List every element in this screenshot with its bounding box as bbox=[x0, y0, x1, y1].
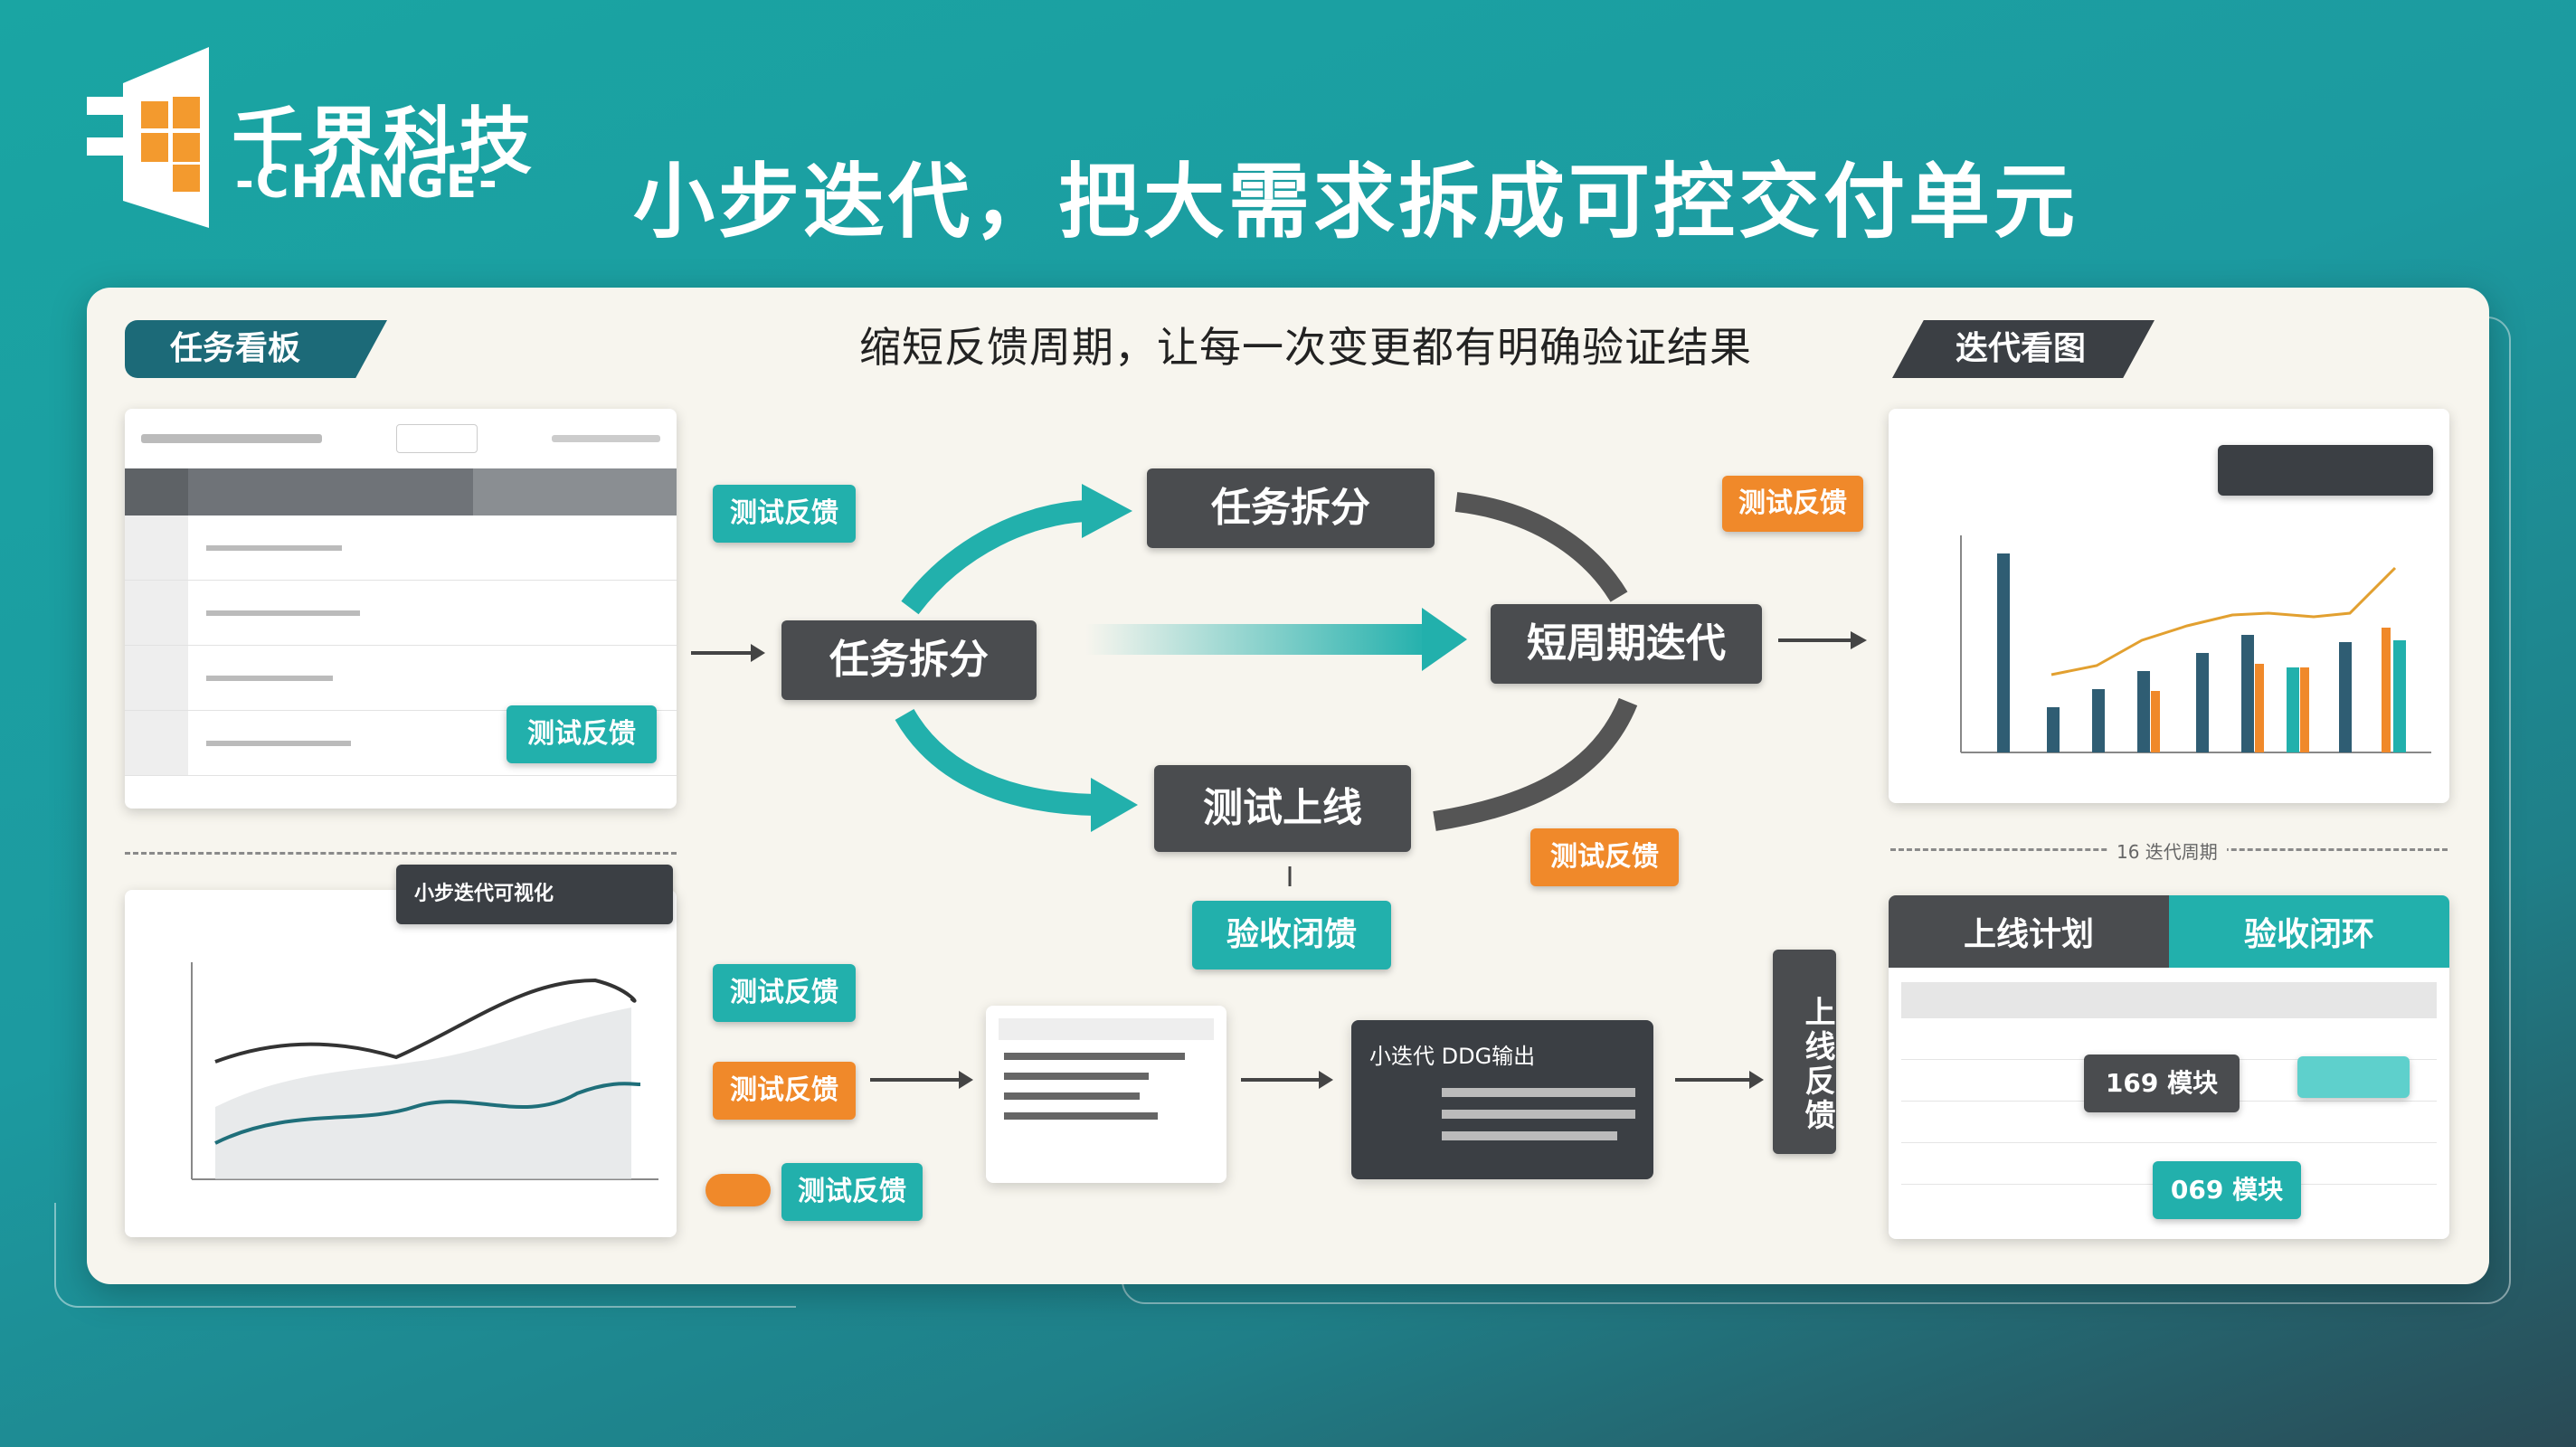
online-feedback-vertical[interactable]: 上线反馈 bbox=[1773, 950, 1836, 1154]
flow-feedback-right-top[interactable]: 测试反馈 bbox=[1722, 476, 1863, 532]
page-subtitle: 缩短反馈周期，让每一次变更都有明确验证结果 bbox=[859, 323, 1752, 372]
plan-chip-teal bbox=[2297, 1056, 2410, 1098]
table-row[interactable] bbox=[125, 646, 677, 711]
flow-acceptance[interactable]: 验收闭馈 bbox=[1192, 901, 1391, 969]
flow-feedback-mid[interactable]: 测试反馈 bbox=[1530, 828, 1679, 886]
divider-left bbox=[125, 852, 677, 855]
brand-name: 千界科技 bbox=[232, 99, 535, 184]
test-feedback-pill-mid[interactable]: 测试反馈 bbox=[713, 964, 856, 1022]
module-badge-169[interactable]: 169 模块 bbox=[2084, 1055, 2240, 1112]
flow-short-cycle[interactable]: 短周期迭代 bbox=[1491, 604, 1762, 684]
test-feedback-pill-top[interactable]: 测试反馈 bbox=[713, 485, 856, 543]
left-chart-label: 小步迭代可视化 bbox=[396, 865, 673, 924]
line-chart bbox=[191, 962, 658, 1180]
toolbar-text-placeholder bbox=[141, 434, 322, 443]
flow-split-top[interactable]: 任务拆分 bbox=[1147, 468, 1435, 548]
tag-iteration-chart: 迭代看图 bbox=[1892, 320, 2155, 378]
right-chart-caption: 16 迭代周期 bbox=[2107, 837, 2227, 864]
tab-launch-plan[interactable]: 上线计划 bbox=[1889, 895, 2169, 968]
ddg-output-panel: 小迭代 DDG输出 bbox=[1351, 1020, 1653, 1179]
task-table-header bbox=[125, 468, 677, 515]
brand-logo-icon bbox=[87, 47, 209, 228]
board-test-feedback-button[interactable]: 测试反馈 bbox=[507, 705, 657, 763]
ddg-output-title: 小迭代 DDG输出 bbox=[1369, 1044, 1536, 1069]
middle-list-panel bbox=[986, 1006, 1226, 1183]
flow-split-main[interactable]: 任务拆分 bbox=[781, 620, 1037, 700]
left-line-chart-panel bbox=[125, 890, 677, 1237]
toolbar-search-box[interactable] bbox=[396, 424, 478, 453]
teal-feedback-pill-bottom[interactable]: 测试反馈 bbox=[781, 1163, 923, 1221]
task-board-toolbar bbox=[125, 409, 677, 468]
module-badge-069[interactable]: 069 模块 bbox=[2153, 1161, 2301, 1219]
tab-acceptance-loop[interactable]: 验收闭环 bbox=[2169, 895, 2449, 968]
table-row[interactable] bbox=[125, 515, 677, 581]
orange-small-bubble bbox=[706, 1174, 771, 1206]
page-title: 小步迭代，把大需求拆成可控交付单元 bbox=[633, 155, 2079, 250]
flow-test-online[interactable]: 测试上线 bbox=[1154, 765, 1411, 852]
right-chart-legend-chip bbox=[2218, 445, 2433, 496]
toolbar-meta-placeholder bbox=[552, 435, 660, 442]
orange-feedback-pill[interactable]: 测试反馈 bbox=[713, 1062, 856, 1120]
table-row[interactable] bbox=[125, 711, 677, 776]
tag-task-board: 任务看板 bbox=[125, 320, 387, 378]
bar-chart bbox=[1960, 535, 2431, 753]
brand-logo: 千界科技 -CHANGE- bbox=[87, 47, 539, 228]
decorative-frame-left bbox=[54, 1203, 796, 1308]
table-row[interactable] bbox=[125, 581, 677, 646]
brand-sub: -CHANGE- bbox=[235, 156, 499, 208]
